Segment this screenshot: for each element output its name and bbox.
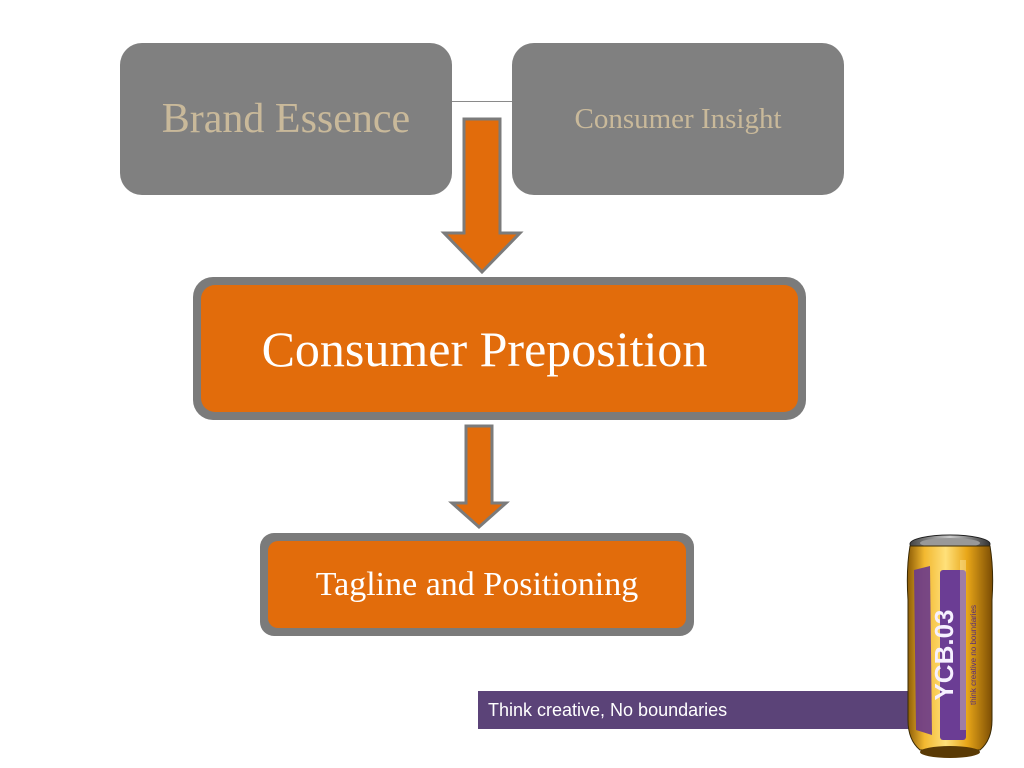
consumer-insight-label: Consumer Insight: [574, 102, 782, 135]
can-label-text: YCB.03: [929, 609, 959, 700]
down-arrow-icon: [440, 117, 524, 275]
connector-line: [452, 101, 512, 102]
down-arrow-icon: [448, 424, 510, 530]
consumer-preposition-label: Consumer Preposition: [261, 320, 708, 377]
product-can-image: YCB.03 think creative no boundaries: [906, 534, 994, 758]
slogan-text: Think creative, No boundaries: [488, 699, 728, 720]
consumer-preposition-box: Consumer Preposition: [201, 285, 798, 412]
tagline-positioning-box: Tagline and Positioning: [268, 541, 686, 628]
consumer-insight-box: Consumer Insight: [512, 43, 844, 195]
can-subtext: think creative no boundaries: [969, 605, 978, 705]
brand-essence-label: Brand Essence: [161, 96, 411, 142]
tagline-positioning-label: Tagline and Positioning: [315, 565, 639, 603]
brand-essence-box: Brand Essence: [120, 43, 452, 195]
slogan-bar: Think creative, No boundaries: [478, 691, 918, 729]
